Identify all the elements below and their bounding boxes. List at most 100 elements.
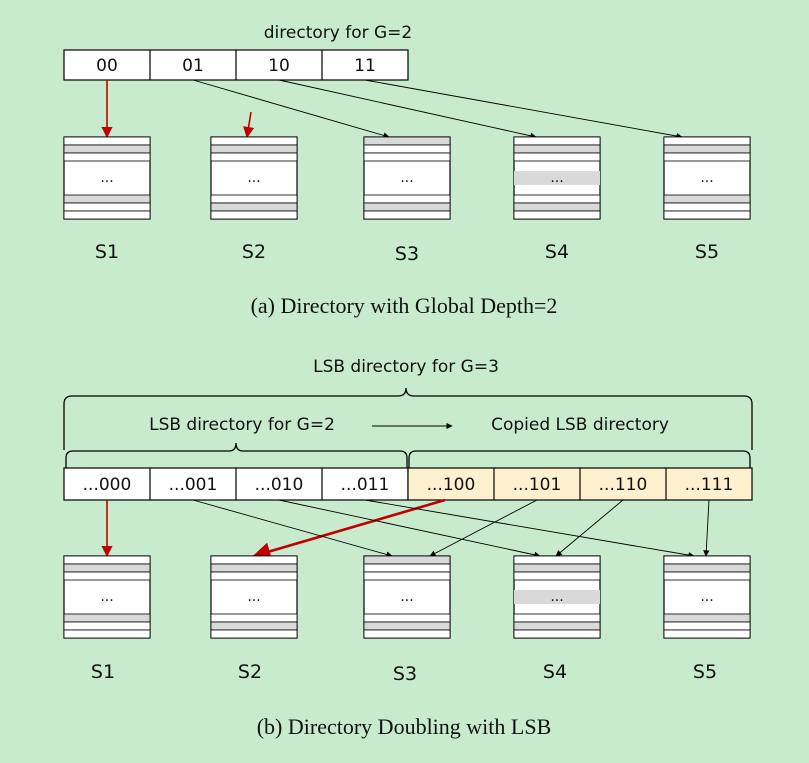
- bucket-slot: [363, 210, 451, 220]
- bucket-label: S5: [695, 241, 719, 263]
- directory-b-cell: ...000: [83, 475, 132, 495]
- bucket-ellipsis: ...: [700, 589, 713, 605]
- bucket-slot: [513, 571, 601, 581]
- pointers-b: [101, 498, 710, 561]
- bucket-slot: [210, 621, 298, 631]
- bucket-slot: [63, 571, 151, 581]
- directory-a: 00 01 10 11: [63, 49, 409, 81]
- bucket-slot: [210, 555, 298, 565]
- bucket-slot: [63, 621, 151, 631]
- directory-b-cell: ...010: [255, 475, 304, 495]
- directory-title-a: directory for G=2: [264, 23, 412, 43]
- bucket-slot: [663, 194, 751, 204]
- bucket: ...: [363, 136, 451, 220]
- bucket-slot: [363, 194, 451, 204]
- bucket-slot: [663, 144, 751, 154]
- left-brace-title: LSB directory for G=2: [149, 415, 335, 435]
- bucket-slot: [210, 136, 298, 146]
- pointer-001-to-s3: [192, 499, 393, 558]
- pointers-a: [101, 79, 683, 140]
- bucket: ...: [513, 555, 601, 639]
- outer-brace: [63, 387, 753, 450]
- bucket-slot: [513, 629, 601, 639]
- pointer-100-to-s2: [252, 498, 446, 561]
- bucket: ...: [63, 555, 151, 639]
- outer-brace-title: LSB directory for G=3: [313, 357, 499, 377]
- bucket-slot: [210, 144, 298, 154]
- bucket-ellipsis: ...: [100, 589, 113, 605]
- bucket-slot: [663, 152, 751, 162]
- bucket-slot: [663, 555, 751, 565]
- part-a: directory for G=2 00 01 10 11 ..........…: [63, 23, 751, 318]
- directory-b-cell: ...001: [169, 475, 218, 495]
- directory-a-cell: 01: [182, 56, 204, 76]
- bucket-slot: [210, 613, 298, 623]
- buckets-a: ...............: [63, 136, 751, 220]
- caption-a: (a) Directory with Global Depth=2: [251, 293, 558, 318]
- bucket-slot: [363, 144, 451, 154]
- bucket-slot: [663, 210, 751, 220]
- bucket-highlight: [514, 590, 600, 604]
- directory-a-cell: 10: [268, 56, 290, 76]
- bucket-slot: [63, 194, 151, 204]
- pointer-101-to-s3: [429, 499, 538, 557]
- bucket-label: S2: [242, 241, 266, 263]
- bucket: ...: [513, 136, 601, 220]
- bucket-slot: [363, 563, 451, 573]
- bucket-labels-b: S1 S2 S3 S4 S5: [91, 661, 717, 685]
- bucket-label: S4: [543, 661, 567, 683]
- pointer-010-to-s4: [278, 499, 541, 558]
- directory-b-cell: ...100: [427, 475, 476, 495]
- pointer-111-to-s5: [703, 499, 710, 557]
- bucket-slot: [63, 144, 151, 154]
- bucket-slot: [63, 555, 151, 565]
- right-brace-title: Copied LSB directory: [491, 415, 669, 435]
- bucket-label: S3: [395, 243, 419, 265]
- left-brace: [65, 442, 408, 468]
- bucket-slot: [63, 210, 151, 220]
- bucket-slot: [363, 555, 451, 565]
- bucket-slot: [513, 152, 601, 162]
- bucket-slot: [363, 136, 451, 146]
- bucket-label: S2: [238, 661, 262, 683]
- bucket-slot: [513, 136, 601, 146]
- bucket-slot: [363, 613, 451, 623]
- bucket-slot: [63, 136, 151, 146]
- bucket: ...: [663, 136, 751, 220]
- pointer-01-to-s3: [192, 79, 390, 139]
- bucket-slot: [363, 571, 451, 581]
- bucket-ellipsis: ...: [400, 589, 413, 605]
- pointer-011-to-s5: [364, 499, 695, 559]
- bucket-slot: [363, 621, 451, 631]
- bucket-slot: [210, 571, 298, 581]
- part-b: LSB directory for G=3 LSB directory for …: [63, 357, 753, 739]
- directory-a-cell: 11: [354, 56, 376, 76]
- bucket-slot: [513, 202, 601, 212]
- pointer-11-to-s5: [364, 79, 683, 140]
- bucket-ellipsis: ...: [247, 589, 260, 605]
- bucket-slot: [63, 613, 151, 623]
- bucket-slot: [210, 563, 298, 573]
- bucket-slot: [513, 210, 601, 220]
- bucket-slot: [210, 629, 298, 639]
- pointer-110-to-s4: [555, 499, 624, 557]
- bucket-slot: [210, 194, 298, 204]
- bucket: ...: [210, 136, 298, 220]
- pointer-to-s2: [243, 111, 255, 139]
- right-brace: [408, 450, 751, 468]
- bucket-slot: [663, 621, 751, 631]
- directory-b-cell: ...110: [599, 475, 648, 495]
- bucket: ...: [63, 136, 151, 220]
- bucket-slot: [513, 563, 601, 573]
- directory-b-cell: ...111: [685, 475, 734, 495]
- bucket-label: S1: [91, 661, 115, 683]
- bucket-slot: [63, 563, 151, 573]
- pointer-10-to-s4: [278, 79, 537, 139]
- directory-b-cell: ...101: [513, 475, 562, 495]
- bucket-slot: [63, 202, 151, 212]
- directory-b-cell: ...011: [341, 475, 390, 495]
- bucket-slot: [363, 202, 451, 212]
- bucket-ellipsis: ...: [247, 170, 260, 186]
